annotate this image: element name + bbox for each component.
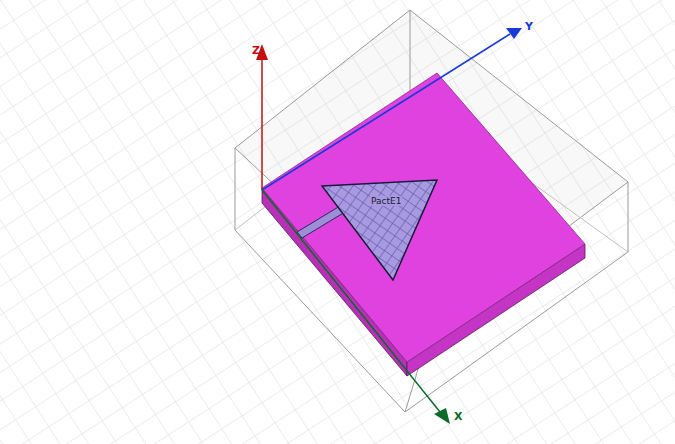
axis-label: Z [252,44,260,57]
patch-label: PactE1 [370,196,402,206]
air-box [235,10,628,412]
patch-outline [320,178,440,282]
axis-label: X [454,410,462,423]
feed-line [297,206,345,238]
axis-label: Y [525,20,533,33]
substrate [262,73,585,376]
axes [256,28,522,424]
patch-triangle: PactE1 [320,178,440,282]
